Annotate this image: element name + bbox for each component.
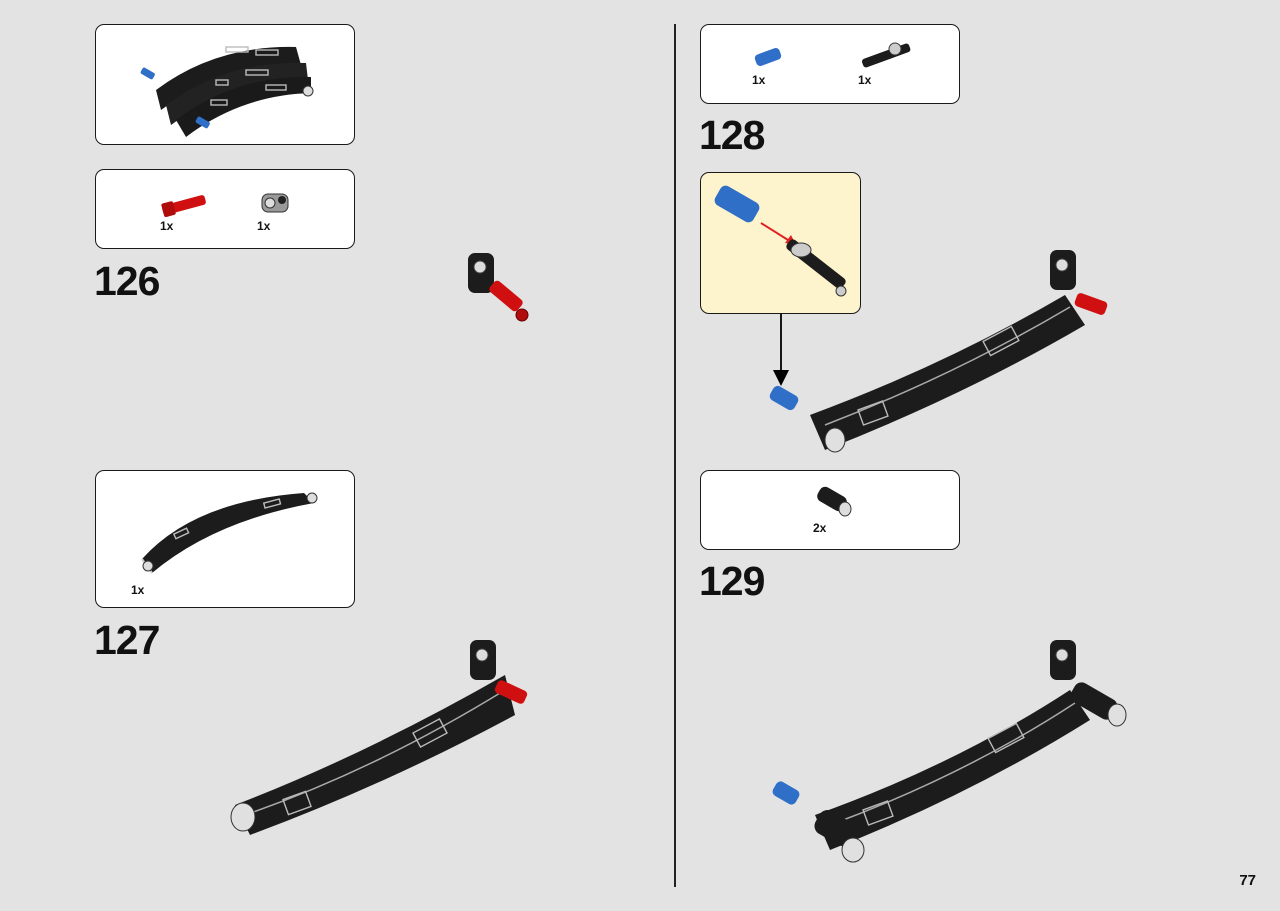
black-bush-icon	[817, 486, 852, 517]
step-126-assembly	[468, 253, 529, 322]
parts-box-126: 1x 1x	[95, 169, 355, 249]
part-qty: 1x	[858, 73, 872, 87]
curved-panel-icon	[141, 492, 318, 574]
part-qty: 1x	[160, 219, 174, 233]
part-qty: 1x	[257, 219, 271, 233]
step-129-assembly	[772, 640, 1127, 863]
callout-box-128	[700, 172, 861, 314]
part-qty: 1x	[131, 583, 145, 597]
previous-step-box	[95, 24, 355, 145]
red-pin-icon	[161, 195, 206, 218]
step-number-128: 128	[699, 112, 765, 158]
part-qty: 2x	[813, 521, 827, 535]
step-128-assembly	[769, 250, 1108, 453]
part-qty: 1x	[752, 73, 766, 87]
page-number: 77	[1239, 872, 1256, 889]
parts-box-128: 1x 1x	[700, 24, 960, 104]
step-number-127: 127	[94, 617, 160, 663]
stacked-panels-icon	[140, 46, 314, 137]
column-divider	[674, 24, 676, 887]
placement-arrow	[773, 314, 789, 386]
black-axle-pin-icon	[861, 42, 911, 68]
parts-box-127: 1x	[95, 470, 355, 608]
step-number-126: 126	[94, 258, 160, 304]
step-number-129: 129	[699, 558, 765, 604]
parts-box-129: 2x	[700, 470, 960, 550]
blue-pin-icon	[754, 48, 782, 66]
gray-connector-icon	[261, 193, 289, 213]
step-127-assembly	[230, 640, 528, 835]
callout-assembly	[714, 185, 847, 297]
